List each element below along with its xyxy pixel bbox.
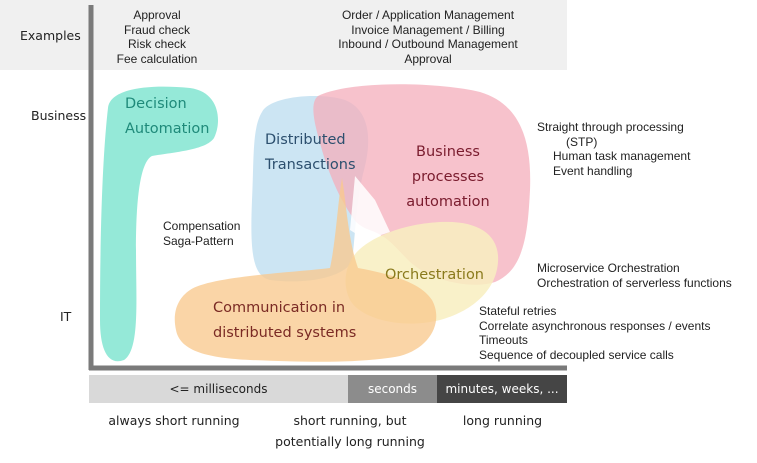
row-label-examples: Examples <box>20 28 81 43</box>
example-item: Approval <box>133 8 181 22</box>
row-label-it: IT <box>60 309 72 324</box>
example-item: Invoice Management / Billing <box>351 22 505 37</box>
bottom-line: potentially long running <box>275 434 425 449</box>
row-label-business: Business <box>31 108 87 123</box>
note-line: Human task management <box>553 149 691 163</box>
compensation-note: Compensation Saga-Pattern <box>163 219 240 248</box>
timeline-milliseconds: <= milliseconds <box>89 375 348 403</box>
note-line: Saga-Pattern <box>163 233 234 248</box>
bottom-line: short running, but <box>293 413 407 428</box>
communication-shape <box>174 178 437 362</box>
examples-col1: Approval Fraud check Risk check Fee calc… <box>107 8 207 66</box>
example-item: Order / Application Management <box>341 8 515 22</box>
note-line: Microservice Orchestration <box>537 261 680 275</box>
business-processes-label: Business processes automation <box>383 140 513 215</box>
bottom-medium-running: short running, but potentially long runn… <box>265 410 435 452</box>
bottom-short-running: always short running <box>108 413 240 428</box>
region-line: Transactions <box>265 157 356 173</box>
region-line: Automation <box>125 121 210 137</box>
decision-automation-label: Decision Automation <box>125 92 209 142</box>
bottom-long-running: long running <box>462 413 543 428</box>
business-notch <box>350 176 390 240</box>
example-item: Inbound / Outbound Management <box>338 37 518 51</box>
note-line: Event handling <box>553 163 633 178</box>
business-notes: Straight through processing (STP) Human … <box>537 120 690 178</box>
note-line: Stateful retries <box>479 304 557 318</box>
note-line: Correlate asynchronous responses / event… <box>479 318 711 333</box>
region-line: Communication in <box>213 300 346 316</box>
region-line: Business processes <box>411 144 485 185</box>
note-line: Straight through processing <box>537 120 684 134</box>
timeline-minutes: minutes, weeks, ... <box>437 375 567 403</box>
communication-notes: Stateful retries Correlate asynchronous … <box>479 304 710 362</box>
region-line: automation <box>406 194 490 210</box>
examples-band <box>0 0 567 70</box>
example-item: Fraud check <box>123 22 191 37</box>
decision-automation-shape <box>100 86 219 362</box>
communication-label: Communication in distributed systems <box>213 296 356 346</box>
region-line: Decision <box>125 96 187 112</box>
timeline-seconds: seconds <box>348 375 437 403</box>
note-line: (STP) <box>566 134 598 149</box>
note-line: Sequence of decoupled service calls <box>479 347 674 362</box>
orchestration-notes: Microservice Orchestration Orchestration… <box>537 261 732 290</box>
note-line: Timeouts <box>479 333 528 347</box>
region-line: Distributed <box>265 132 346 148</box>
example-item: Risk check <box>127 37 186 51</box>
note-line: Compensation <box>163 219 241 233</box>
region-line: distributed systems <box>213 325 357 341</box>
orchestration-label: Orchestration <box>385 267 485 283</box>
example-item: Fee calculation <box>116 51 198 66</box>
note-line: Orchestration of serverless functions <box>537 275 732 290</box>
examples-col2: Order / Application Management Invoice M… <box>318 8 538 66</box>
example-item: Approval <box>404 51 452 66</box>
distributed-transactions-label: Distributed Transactions <box>265 128 356 178</box>
